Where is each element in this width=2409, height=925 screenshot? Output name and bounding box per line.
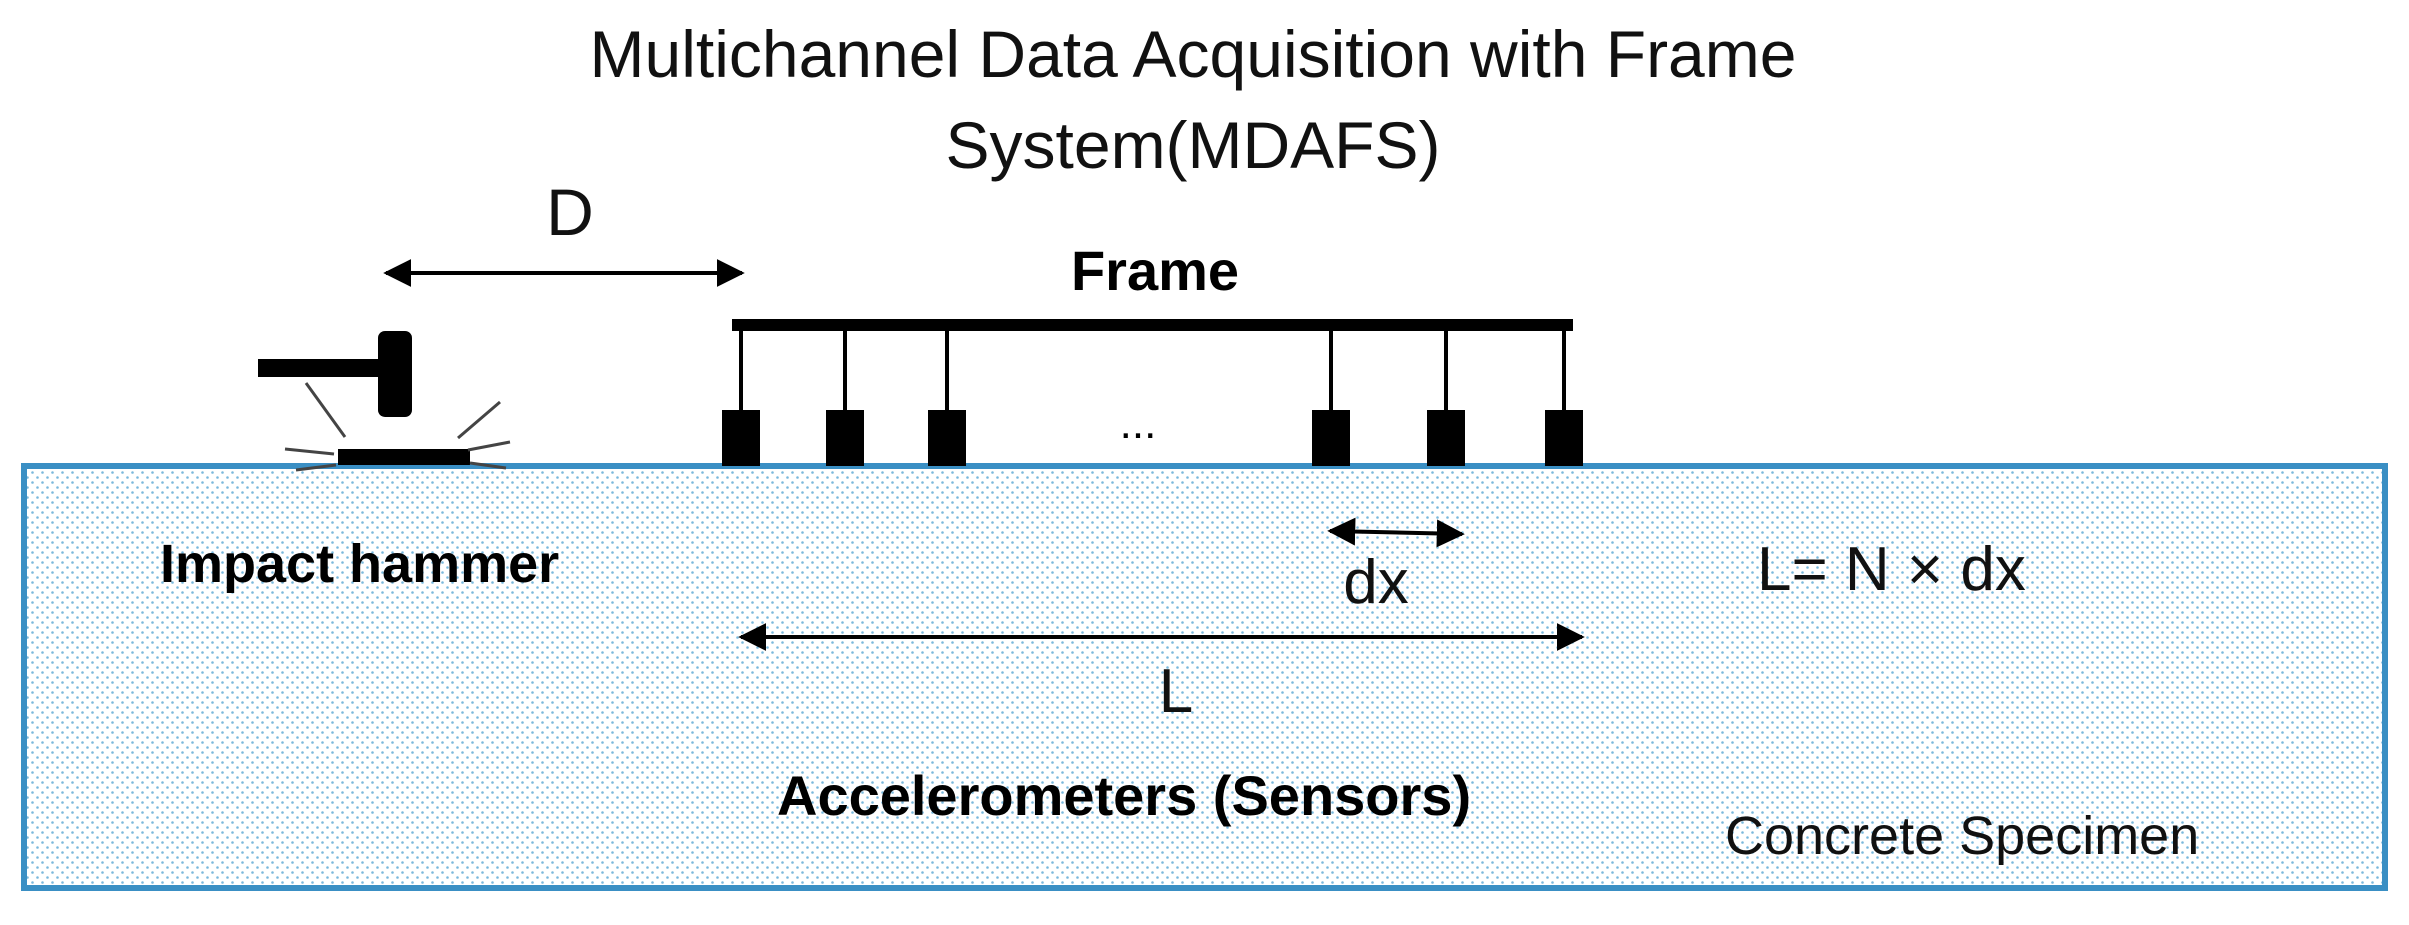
distance-label: D — [546, 175, 594, 249]
length-label: L — [1159, 657, 1193, 726]
sensor-spacing-label: dx — [1343, 548, 1408, 617]
specimen-label: Concrete Specimen — [1725, 806, 2199, 866]
accelerometers-label: Accelerometers (Sensors) — [777, 764, 1471, 827]
sensor-6 — [1545, 331, 1583, 466]
sensor-ellipsis: ... — [1120, 399, 1157, 448]
sensor-array — [722, 331, 1583, 466]
sensor-2 — [826, 331, 864, 466]
length-formula: L= N × dx — [1757, 535, 2026, 604]
sensor-1 — [722, 331, 760, 466]
concrete-specimen — [21, 463, 2388, 891]
sensor-4 — [1312, 331, 1350, 466]
impact-hammer-icon — [258, 331, 511, 472]
impact-hammer-label: Impact hammer — [160, 534, 559, 594]
sensor-3 — [928, 331, 966, 466]
frame-beam — [732, 319, 1573, 331]
sensor-spacing-arrow — [1327, 517, 1465, 548]
frame-label: Frame — [1071, 239, 1239, 302]
diagram-title-line1: Multichannel Data Acquisition with Frame — [590, 17, 1797, 91]
sensor-5 — [1427, 331, 1465, 466]
diagram-title-line2: System(MDAFS) — [946, 108, 1441, 182]
